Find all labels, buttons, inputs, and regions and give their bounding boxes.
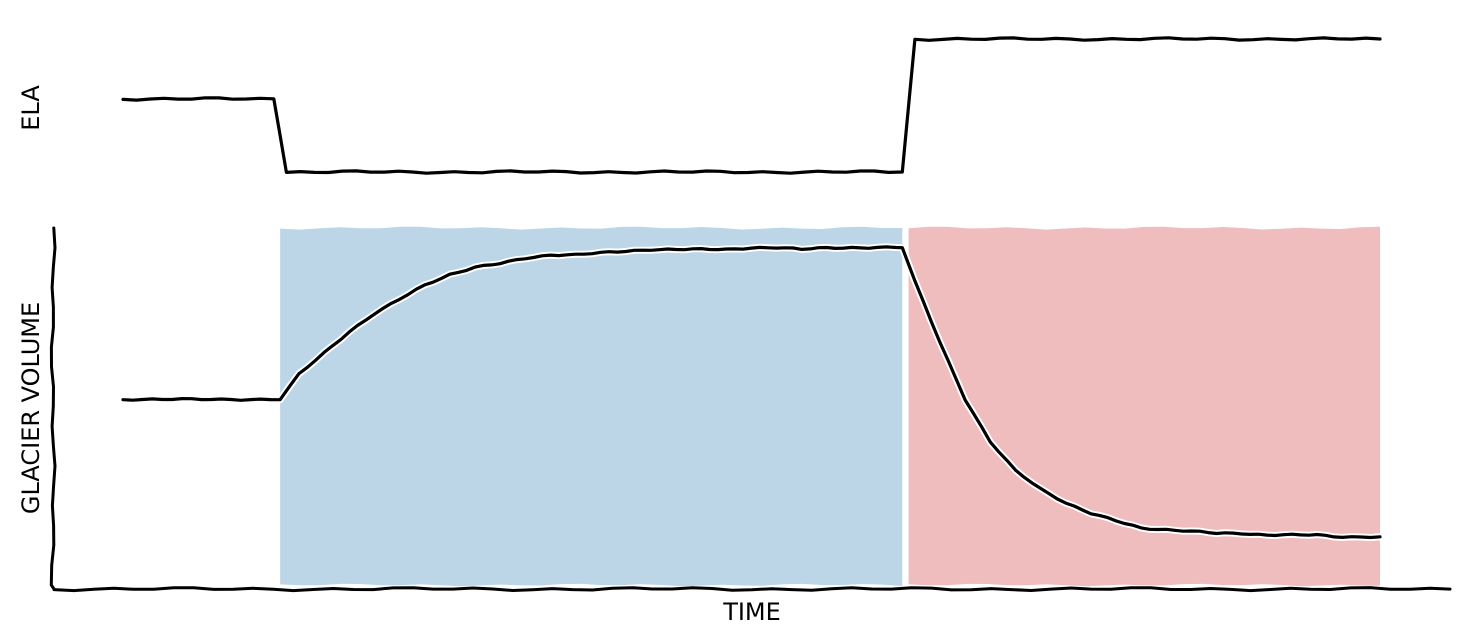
ela-axis-label: ELA (17, 85, 45, 131)
volume-series-line (121, 245, 1382, 540)
retreat-region (908, 226, 1380, 587)
ela-panel (121, 36, 1382, 175)
glacier-volume-axis-label: GLACIER VOLUME (17, 302, 45, 514)
glacier-volume-panel (49, 226, 1452, 593)
time-axis-label: TIME (722, 598, 781, 626)
accumulation-region (280, 226, 903, 587)
y-axis-line (49, 226, 57, 591)
ela-series-line (121, 36, 1382, 175)
x-axis-line (52, 586, 1452, 593)
